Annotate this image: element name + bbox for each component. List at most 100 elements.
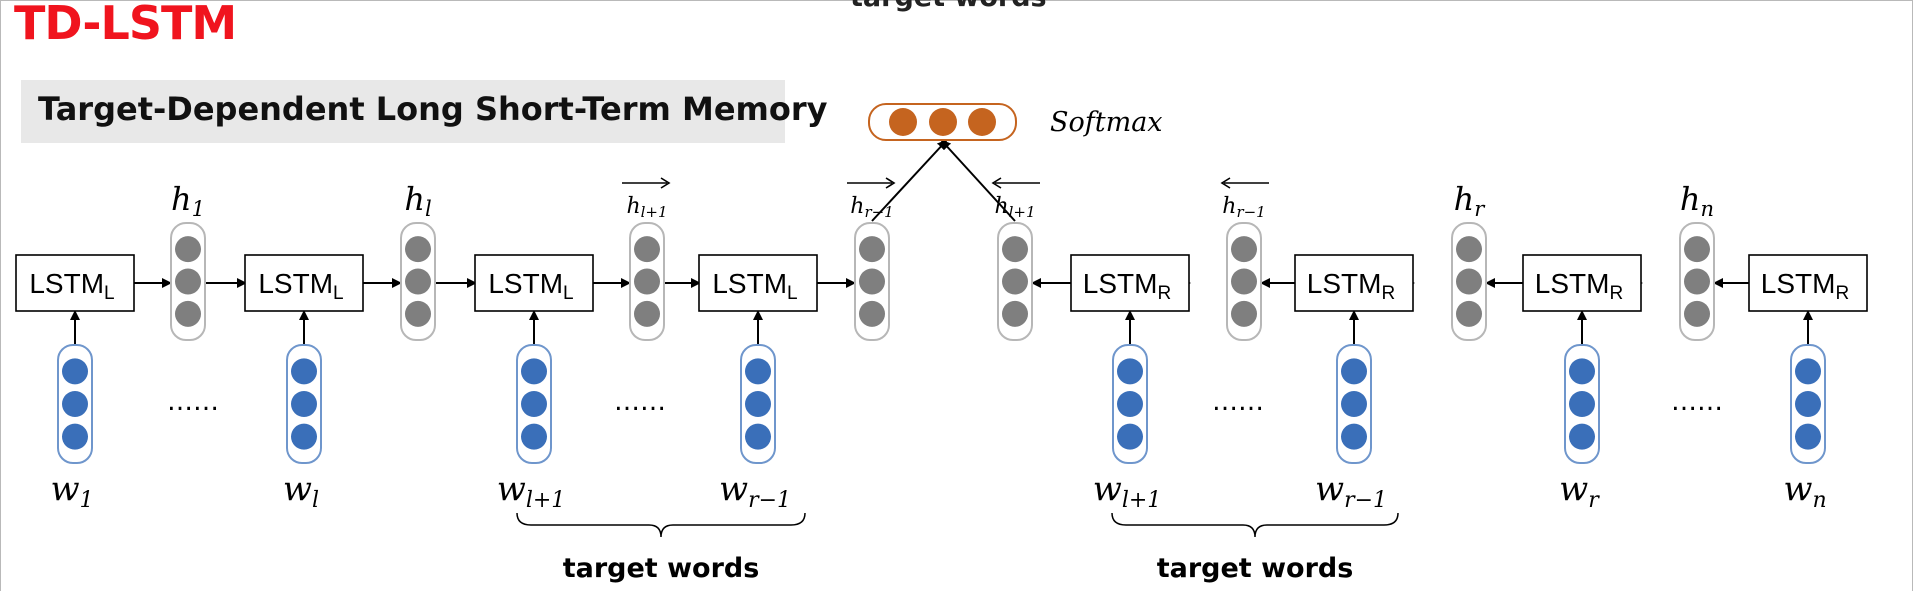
hidden-unit — [1231, 300, 1257, 327]
lstm-cell-3: LSTML — [474, 254, 594, 312]
hidden-label-text: h1 — [171, 180, 205, 221]
hidden-unit — [1456, 268, 1482, 295]
word-unit — [1795, 423, 1821, 450]
left-arrow-head — [1220, 177, 1231, 189]
word-label-1: w1 — [50, 469, 93, 513]
hidden-unit — [634, 236, 660, 263]
hidden-label-6: hr−1 — [1220, 177, 1269, 221]
hidden-unit — [634, 268, 660, 295]
hidden-label-text: hl — [404, 180, 431, 221]
hidden-label-text: hl+1 — [626, 194, 667, 221]
hidden-label-text: hr−1 — [1222, 194, 1265, 221]
hidden-vector-6 — [1226, 222, 1262, 341]
word-unit — [745, 358, 771, 385]
lstm-box — [698, 254, 818, 312]
hidden-vector-7 — [1451, 222, 1487, 341]
lstm-label: LSTMR — [1761, 268, 1849, 304]
word-unit — [1117, 391, 1143, 417]
hidden-unit — [859, 236, 885, 263]
arrow-backward-to-softmax — [940, 139, 1016, 222]
hidden-unit — [1684, 268, 1710, 295]
word-vector-6 — [1336, 344, 1372, 464]
ellipsis-4: …… — [1671, 387, 1723, 417]
word-unit — [1795, 358, 1821, 385]
hidden-vector-5 — [997, 222, 1033, 341]
word-label-6: wr−1 — [1315, 469, 1387, 513]
hidden-vector-4 — [854, 222, 890, 341]
hidden-vector-1 — [170, 222, 206, 341]
word-unit — [1341, 358, 1367, 385]
word-unit — [521, 391, 547, 417]
word-label-5: wl+1 — [1093, 469, 1162, 513]
subtitle-text: Target-Dependent Long Short-Term Memory — [38, 90, 828, 128]
hidden-unit — [1684, 300, 1710, 327]
lstm-cell-1: LSTML — [15, 254, 135, 312]
word-unit — [1569, 391, 1595, 417]
word-label-4: wr−1 — [719, 469, 791, 513]
cut-off-top-label: target words — [850, 0, 1047, 13]
lstm-label: LSTML — [712, 268, 797, 304]
hidden-label-7: hr — [1454, 180, 1487, 221]
word-vector-5 — [1112, 344, 1148, 464]
hidden-label-4: hr−1 — [847, 177, 896, 221]
hidden-unit — [1002, 268, 1028, 295]
hidden-unit — [634, 300, 660, 327]
lstm-label: LSTMR — [1083, 268, 1171, 304]
right-arrow-head — [660, 177, 671, 189]
hidden-unit — [1684, 236, 1710, 263]
softmax-unit — [889, 108, 917, 136]
word-label-2: wl — [283, 469, 319, 513]
lstm-label: LSTMR — [1535, 268, 1623, 304]
subtitle-banner: Target-Dependent Long Short-Term Memory — [21, 80, 827, 143]
hidden-unit — [1002, 300, 1028, 327]
word-label-3: wl+1 — [497, 469, 566, 513]
word-unit — [62, 423, 88, 450]
hidden-unit — [405, 300, 431, 327]
word-unit — [745, 391, 771, 417]
right-target-words-label: target words — [1157, 553, 1354, 584]
word-unit — [291, 391, 317, 417]
lstm-cell-5: LSTMR — [1070, 254, 1190, 312]
lstm-cell-6: LSTMR — [1294, 254, 1414, 312]
word-unit — [1117, 423, 1143, 450]
left-target-brace — [516, 512, 806, 538]
lstm-label: LSTML — [258, 268, 343, 304]
lstm-label: LSTMR — [1307, 268, 1395, 304]
word-unit — [291, 358, 317, 385]
word-unit — [1341, 423, 1367, 450]
hidden-label-text: hr−1 — [850, 194, 893, 221]
softmax-label: Softmax — [1050, 107, 1163, 138]
arrow-forward-to-softmax — [871, 139, 948, 222]
word-unit — [62, 358, 88, 385]
word-unit — [291, 423, 317, 450]
word-vector-1 — [57, 344, 93, 464]
word-unit — [1341, 391, 1367, 417]
ellipsis-2: …… — [614, 387, 666, 417]
hidden-unit — [175, 300, 201, 327]
lstm-box — [244, 254, 364, 312]
lstm-box — [1748, 254, 1868, 312]
lstm-cell-2: LSTML — [244, 254, 364, 312]
word-unit — [521, 423, 547, 450]
word-unit — [1569, 423, 1595, 450]
word-vector-4 — [740, 344, 776, 464]
word-vector-8 — [1790, 344, 1826, 464]
lstm-box — [1070, 254, 1190, 312]
lstm-box — [1522, 254, 1642, 312]
hidden-label-text: hr — [1454, 180, 1487, 221]
hidden-label-8: hn — [1680, 180, 1714, 221]
lstm-cell-8: LSTMR — [1748, 254, 1868, 312]
softmax-unit — [968, 108, 996, 136]
word-unit — [521, 358, 547, 385]
hidden-vector-2 — [400, 222, 436, 341]
lstm-cell-7: LSTMR — [1522, 254, 1642, 312]
lstm-cell-4: LSTML — [698, 254, 818, 312]
lstm-box — [15, 254, 135, 312]
hidden-vector-3 — [629, 222, 665, 341]
word-unit — [1795, 391, 1821, 417]
lstm-box — [1294, 254, 1414, 312]
softmax-node — [868, 103, 1017, 141]
word-unit — [1569, 358, 1595, 385]
